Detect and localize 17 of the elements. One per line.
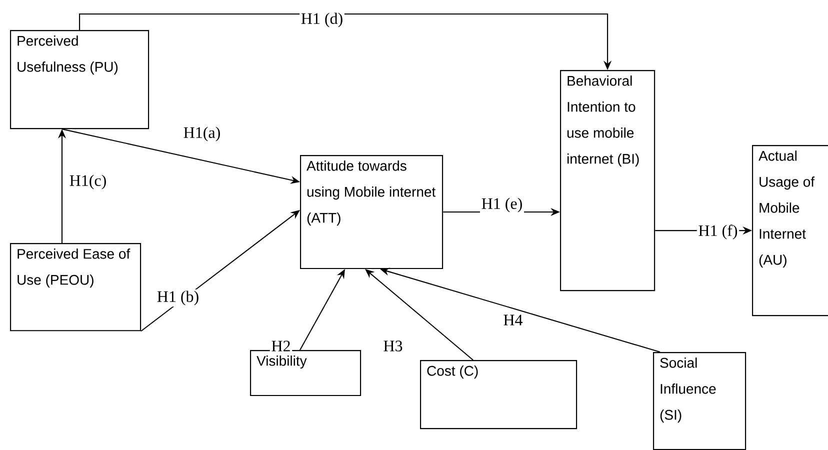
edge-label: H1 (e): [480, 196, 524, 214]
edge-label: H1 (b): [156, 289, 200, 307]
edge-label: H4: [502, 313, 524, 327]
concept-box: Attitude towards using Mobile internet (ATT): [300, 155, 444, 269]
concept-box: Visibility: [250, 350, 362, 396]
concept-box: Perceived Usefulness (PU): [10, 30, 150, 130]
concept-box: Social Influence (SI): [653, 352, 746, 450]
edge-label: H1(a): [182, 125, 222, 143]
edge-label: H1 (f): [696, 223, 740, 241]
concept-box: Actual Usage of Mobile Internet (AU): [752, 145, 828, 316]
edge-label: H3: [382, 339, 404, 353]
concept-box: Cost (C): [420, 360, 578, 430]
concept-box: Perceived Ease of Use (PEOU): [10, 243, 142, 332]
edge-label: H1 (d): [300, 11, 344, 29]
concept-box: Behavioral Intention to use mobile internet (BI): [560, 70, 656, 292]
edge-label: H2: [270, 339, 292, 353]
edge-label: H1(c): [68, 173, 108, 191]
